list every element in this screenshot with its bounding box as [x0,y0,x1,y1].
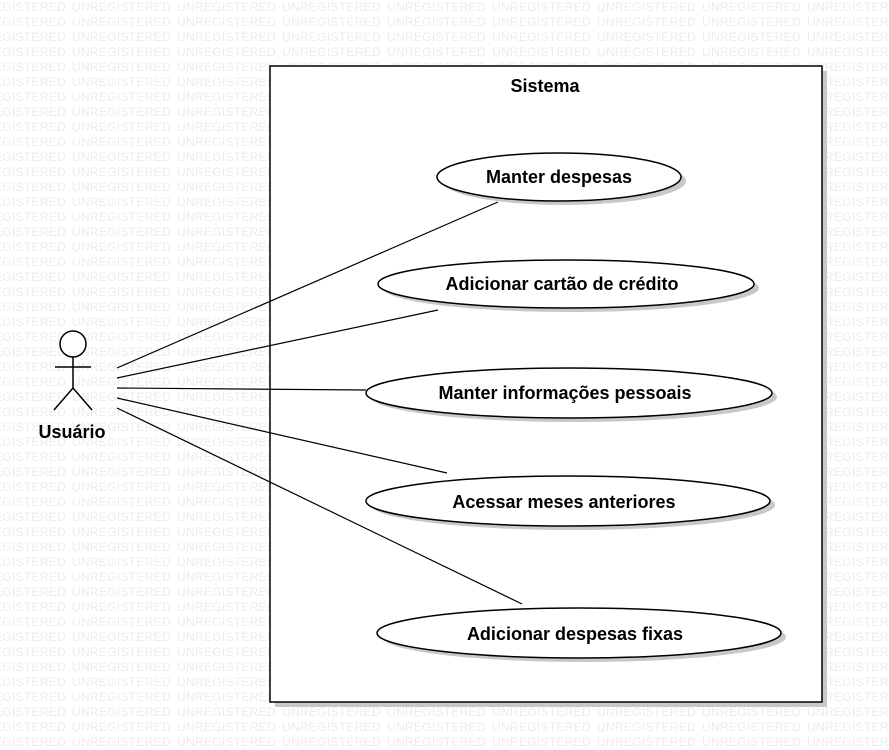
association-adicionar-despesas-fixas [116,407,523,605]
use-case-label: Manter despesas [486,167,632,187]
actor-head [59,330,87,358]
actor-right-leg [72,387,93,411]
use-case-ellipse [377,259,755,309]
use-case-label: Adicionar cartão de crédito [445,274,678,294]
associations [116,201,523,605]
use-case-ellipse [436,152,682,202]
use-case-acessar-meses-anteriores[interactable]: Acessar meses anteriores [365,475,775,530]
use-case-label: Manter informações pessoais [438,383,691,403]
association-manter-informacoes [116,387,367,391]
use-case-manter-despesas[interactable]: Manter despesas [436,152,686,205]
system-title: Sistema [510,76,580,96]
association-manter-despesas [116,201,499,369]
association-acessar-meses [116,397,448,474]
actor-name: Usuário [38,422,105,442]
use-case-ellipse [365,367,773,419]
use-case-ellipse [365,475,771,527]
use-case-label: Acessar meses anteriores [452,492,675,512]
use-case-label: Adicionar despesas fixas [467,624,683,644]
actor-left-leg [53,387,74,411]
actor-usuario[interactable] [53,330,93,411]
use-case-adicionar-despesas-fixas[interactable]: Adicionar despesas fixas [376,607,786,662]
use-case-adicionar-cartao-de-credito[interactable]: Adicionar cartão de crédito [377,259,759,312]
association-adicionar-cartao [116,309,439,379]
use-case-ellipse [376,607,782,659]
use-case-manter-informacoes-pessoais[interactable]: Manter informações pessoais [365,367,777,422]
